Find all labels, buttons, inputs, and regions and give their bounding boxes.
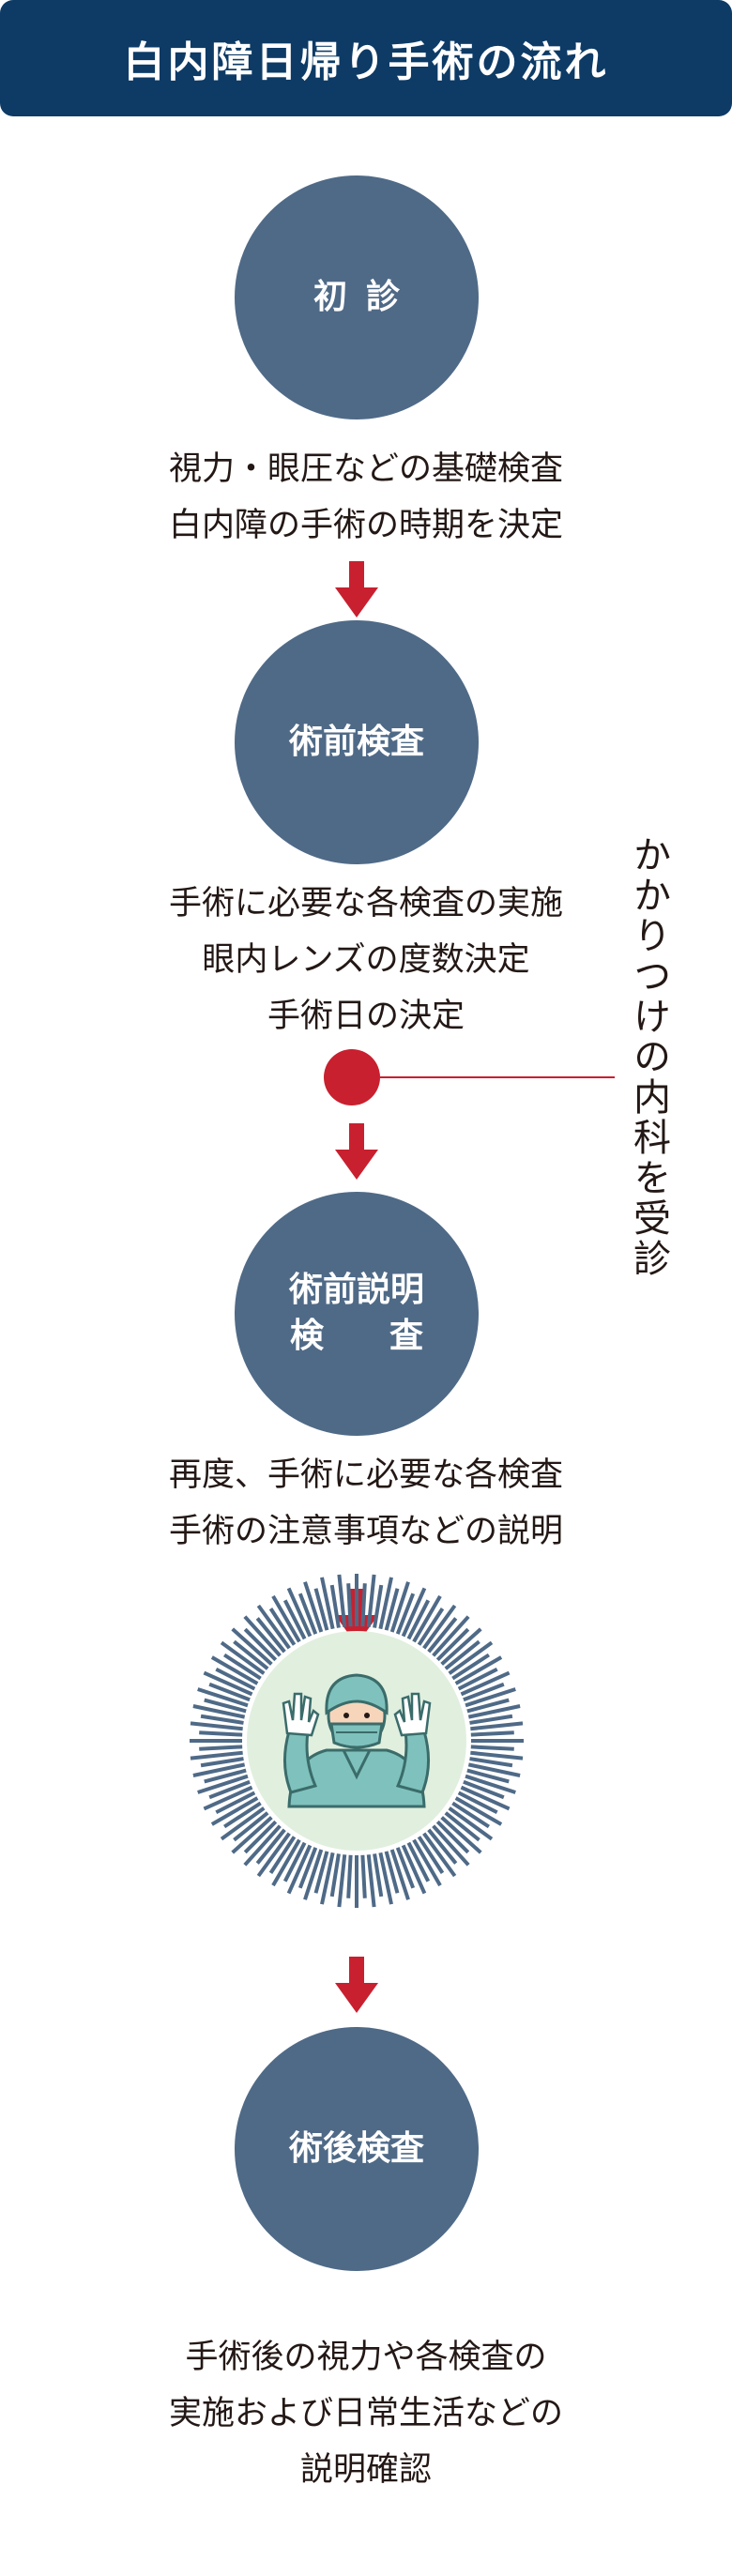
description-line: 白内障の手術の時期を決定: [56, 497, 676, 554]
arrow-down-icon: [335, 561, 378, 617]
step-node-label: 術前説明: [289, 1268, 424, 1314]
step-node-initial-exam: 初診: [235, 175, 479, 419]
description-line: 手術後の視力や各検査の: [56, 2329, 676, 2385]
description-line: 手術の注意事項などの説明: [56, 1503, 676, 1560]
step-node-label: 術前検査: [289, 720, 424, 766]
step-description-initial-exam: 視力・眼圧などの基礎検査 白内障の手術の時期を決定: [56, 441, 676, 554]
step-description-preop-briefing: 再度、手術に必要な各検査 手術の注意事項などの説明: [56, 1447, 676, 1560]
arrow-down-icon: [335, 1123, 378, 1180]
description-line: 視力・眼圧などの基礎検査: [56, 441, 676, 497]
connector-line: [380, 1076, 615, 1078]
step-node-preop-exam: 術前検査: [235, 620, 479, 864]
page-title: 白内障日帰り手術の流れ: [0, 0, 732, 116]
checkpoint-dot: [324, 1049, 380, 1105]
side-note-physician-visit: かかりつけの内科を受診: [601, 835, 676, 1361]
step-node-label: 検査: [290, 1314, 489, 1360]
step-node-label: 術後検査: [289, 2126, 424, 2172]
step-node-postop-exam: 術後検査: [235, 2027, 479, 2271]
description-line: 説明確認: [56, 2442, 676, 2498]
step-node-preop-briefing: 術前説明 検査: [235, 1192, 479, 1436]
description-line: 実施および日常生活などの: [56, 2385, 676, 2442]
description-line: 手術日の決定: [56, 988, 676, 1044]
surgeon-icon: [178, 1562, 535, 1919]
description-line: 手術に必要な各検査の実施: [56, 876, 676, 932]
arrow-down-icon: [335, 1957, 378, 2013]
description-line: 再度、手術に必要な各検査: [56, 1447, 676, 1503]
description-line: 眼内レンズの度数決定: [56, 932, 676, 988]
step-node-label: 初診: [313, 275, 419, 321]
step-description-preop-exam: 手術に必要な各検査の実施 眼内レンズの度数決定 手術日の決定: [56, 876, 676, 1044]
step-description-postop-exam: 手術後の視力や各検査の 実施および日常生活などの 説明確認: [56, 2329, 676, 2498]
